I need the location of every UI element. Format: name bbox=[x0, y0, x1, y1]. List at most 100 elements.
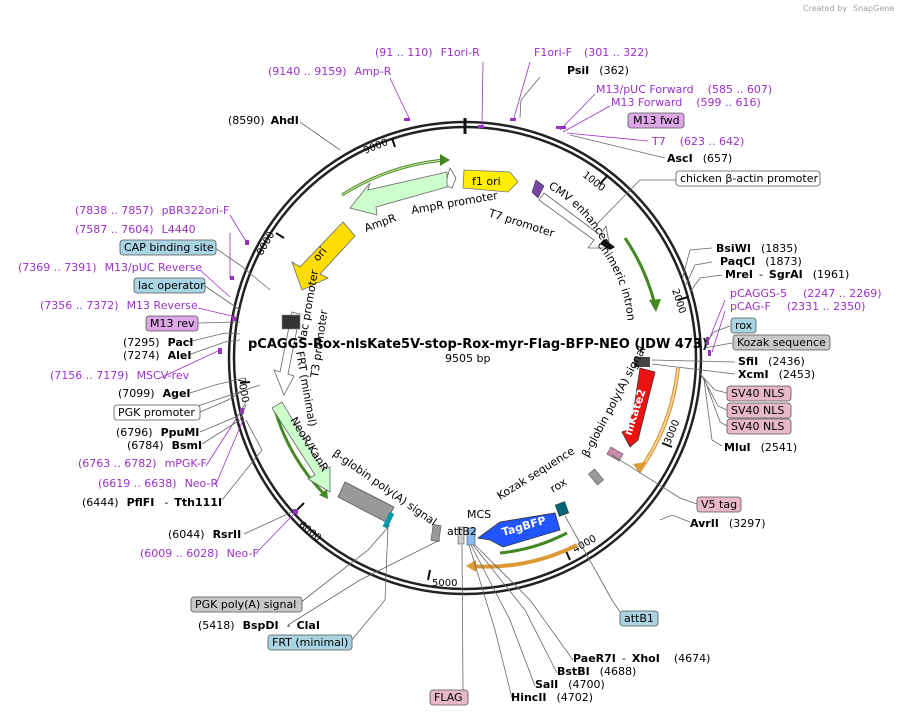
v5-tag-marker[interactable] bbox=[606, 446, 624, 462]
rox-box[interactable] bbox=[730, 317, 757, 334]
tick-mark bbox=[565, 550, 571, 561]
pgk-polya-box[interactable] bbox=[190, 596, 303, 613]
v5-tag-box[interactable] bbox=[696, 496, 742, 513]
site-pflfi-tth111i: (6444)PflFI-Tth111I bbox=[82, 496, 222, 509]
cap-binding-box[interactable] bbox=[119, 239, 217, 256]
site-avrii: AvrII(3297) bbox=[690, 517, 765, 530]
primer-neo-r: (6619 .. 6638)Neo-R bbox=[98, 477, 218, 490]
kozak-inner-label: Kozak sequence bbox=[495, 444, 577, 502]
t7-promoter-marker[interactable] bbox=[531, 179, 545, 199]
sv40-nls-box-3[interactable] bbox=[726, 418, 792, 435]
attb1-label: attB1 bbox=[624, 612, 654, 625]
site-alei: (7274)AleI bbox=[123, 349, 191, 362]
lac-operator-block[interactable] bbox=[281, 314, 301, 330]
primer-pbr322ori-f: (7838 .. 7857)pBR322ori-F bbox=[75, 204, 229, 217]
site-leader bbox=[659, 514, 691, 523]
primer-leader bbox=[159, 349, 221, 379]
site-leader bbox=[468, 544, 513, 699]
left-labels: (7838 .. 7857)pBR322ori-F (7587 .. 7604)… bbox=[18, 204, 259, 560]
primer-m13-reverse: (7356 .. 7372)M13 Reverse bbox=[40, 299, 198, 312]
site-paci: (7295)PacI bbox=[123, 336, 193, 349]
primer-m13-forward: M13 Forward(599 .. 616) bbox=[611, 96, 761, 109]
sv40-nls-label-3: SV40 NLS bbox=[731, 420, 784, 433]
neor-green-arc bbox=[273, 409, 327, 497]
primer-leader bbox=[562, 105, 611, 133]
orange-arc-arrowhead bbox=[633, 462, 646, 474]
created-by-text: Created by bbox=[803, 4, 847, 13]
site-leader bbox=[299, 524, 391, 604]
primer-leader bbox=[205, 407, 244, 467]
primer-leader bbox=[513, 61, 531, 119]
t7-promoter-label: T7 promoter bbox=[486, 206, 556, 240]
sv40-nls-box-2[interactable] bbox=[726, 402, 792, 419]
f1-ori-arrow[interactable] bbox=[462, 169, 519, 193]
primer-mark bbox=[478, 125, 484, 128]
v5-tag-label: V5 tag bbox=[701, 498, 737, 511]
lac-operator-box[interactable] bbox=[133, 277, 206, 294]
site-bsmi: (6784)BsmI bbox=[127, 439, 202, 452]
primer-mark bbox=[556, 126, 566, 129]
site-ahdi: (8590)AhdI bbox=[228, 114, 299, 127]
tick-mark bbox=[296, 502, 305, 511]
cap-binding-label: CAP binding site bbox=[124, 241, 214, 254]
mkate-orange-arc-highlight bbox=[639, 367, 679, 471]
kozak-box[interactable] bbox=[732, 334, 831, 351]
tick-mark bbox=[661, 442, 673, 448]
ampr-arc-arrowhead bbox=[440, 154, 450, 166]
attb2-marker[interactable] bbox=[457, 526, 465, 545]
pgk-polya-marker[interactable] bbox=[430, 524, 442, 542]
m13-rev-box[interactable] bbox=[145, 315, 199, 332]
pgk-polya-label: PGK poly(A) signal bbox=[195, 598, 296, 611]
tick-marks bbox=[239, 137, 689, 581]
tagbfp-arrow[interactable] bbox=[476, 512, 561, 548]
sv40-nls-box-1[interactable] bbox=[726, 385, 792, 402]
primer-mark bbox=[232, 317, 236, 321]
tick-6000: 6000 bbox=[296, 520, 323, 544]
ampr-arrow[interactable] bbox=[349, 171, 448, 216]
rox-kozak-marker[interactable] bbox=[554, 501, 570, 517]
site-sfii: SfiI(2436) bbox=[738, 355, 805, 368]
chicken-actin-marker[interactable] bbox=[600, 239, 615, 250]
chicken-actin-box[interactable] bbox=[675, 170, 821, 187]
primer-mark bbox=[708, 350, 711, 356]
site-hincii: HincII(4702) bbox=[511, 691, 593, 704]
site-leader bbox=[703, 379, 723, 447]
frt-minimal-marker[interactable] bbox=[382, 511, 395, 529]
kozak-box-label: Kozak sequence bbox=[737, 336, 826, 349]
pgk-promoter-box[interactable] bbox=[113, 404, 201, 421]
site-bstbi: BstBI(4688) bbox=[557, 665, 636, 678]
ori-arrow[interactable] bbox=[291, 221, 356, 291]
site-agei: (7099)AgeI bbox=[118, 387, 191, 400]
neor-kanr-arrow[interactable] bbox=[271, 401, 331, 493]
frt-minimal-box[interactable] bbox=[267, 634, 353, 651]
site-leader bbox=[569, 134, 666, 159]
flag-box[interactable] bbox=[429, 689, 469, 706]
rox-box-label: rox bbox=[735, 319, 753, 332]
primer-t7: T7(623 .. 642) bbox=[651, 135, 744, 148]
frt-minimal-box-label: FRT (minimal) bbox=[272, 636, 348, 649]
site-paqci: PaqCI(1873) bbox=[720, 255, 802, 268]
sv40-nls-label-2: SV40 NLS bbox=[731, 404, 784, 417]
cmv-enhancer-arrow[interactable] bbox=[538, 192, 611, 249]
primer-m13-puc-reverse: (7369 .. 7391)M13/pUC Reverse bbox=[18, 261, 202, 274]
site-paer7i-xhoi: PaeR7I-XhoI(4674) bbox=[573, 652, 710, 665]
bfp-green-arc bbox=[499, 531, 568, 555]
primer-mpgk-f: (6763 .. 6782)mPGK-F bbox=[78, 457, 207, 470]
site-leader bbox=[349, 524, 389, 643]
primer-pcag-f: pCAG-F(2331 .. 2350) bbox=[730, 300, 865, 313]
mkate2-arrow[interactable] bbox=[621, 367, 656, 448]
site-leader bbox=[595, 179, 678, 226]
sv40-nls-block[interactable] bbox=[634, 357, 650, 367]
rox-inner-label: rox bbox=[548, 475, 570, 495]
attb1-box[interactable] bbox=[619, 610, 659, 627]
site-leader bbox=[197, 321, 241, 324]
site-leader bbox=[699, 373, 728, 394]
site-rsrii: (6044)RsrII bbox=[168, 528, 241, 541]
site-leader bbox=[685, 261, 713, 286]
plasmid-size: 9505 bp bbox=[445, 352, 490, 365]
bglobin-polya-right-marker[interactable] bbox=[588, 468, 604, 486]
m13-fwd-box[interactable] bbox=[627, 112, 685, 129]
site-leader bbox=[204, 285, 241, 311]
right-labels: BsiWI(1835) PaqCI(1873) MreI-SgrAI(1961)… bbox=[690, 242, 882, 530]
sv40-nls-label-1: SV40 NLS bbox=[731, 387, 784, 400]
